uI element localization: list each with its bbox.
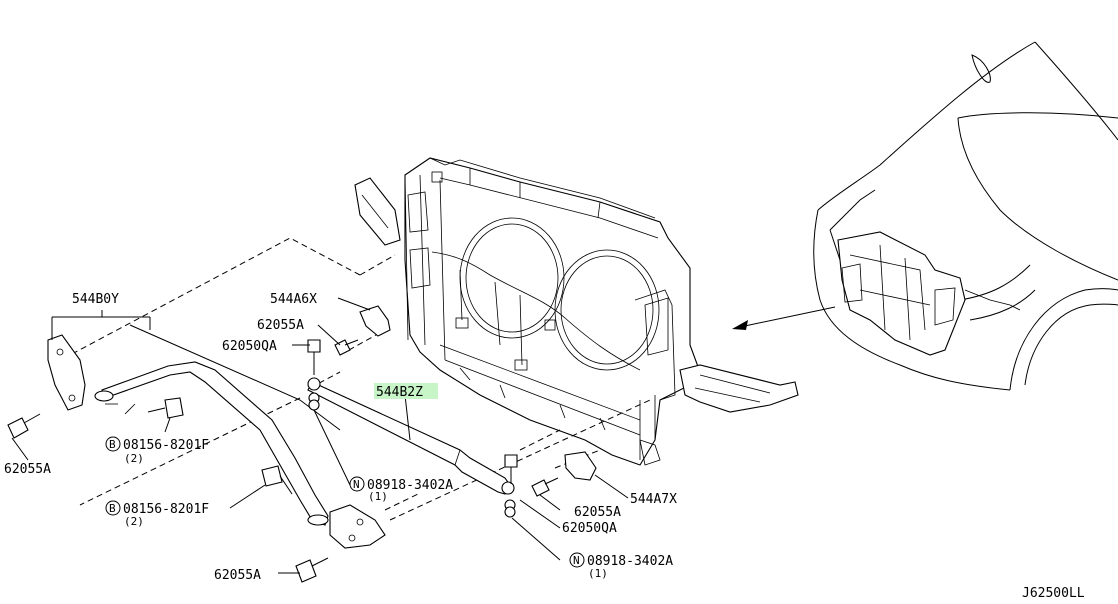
label-08918-2-qty: (1): [588, 567, 608, 580]
label-08156-2: 08156-8201F: [123, 502, 209, 517]
label-544b2z: 544B2Z: [376, 385, 423, 400]
car-front-illustration: [732, 41, 1118, 391]
label-544b0y: 544B0Y: [72, 292, 119, 307]
badge-b-2: [105, 500, 121, 516]
label-08918-1-qty: (1): [368, 490, 388, 503]
gas-stay: [307, 377, 515, 495]
label-62050qa-top: 62050QA: [222, 339, 277, 354]
diagram-id: J62500LL: [1022, 586, 1085, 601]
badge-b-2-text: B: [109, 502, 116, 515]
badge-b-1-text: B: [109, 438, 116, 451]
badge-n-2: [569, 552, 585, 568]
label-62055a-top: 62055A: [257, 318, 304, 333]
label-62055a-bottom: 62055A: [214, 568, 261, 583]
label-62055a-left: 62055A: [4, 462, 51, 477]
badge-n-2-text: N: [573, 554, 580, 567]
badge-b-1: [105, 436, 121, 452]
label-08156-1: 08156-8201F: [123, 438, 209, 453]
label-08156-2-qty: (2): [124, 515, 144, 528]
label-08918-2: 08918-3402A: [587, 554, 673, 569]
part-labels: 544B0Y 544A6X 62055A 62050QA 544B2Z 6205…: [4, 292, 1085, 601]
label-62050qa-right: 62050QA: [562, 521, 617, 536]
label-544b2z-highlight: [374, 383, 438, 399]
label-544a7x: 544A7X: [630, 492, 677, 507]
label-544a6x: 544A6X: [270, 292, 317, 307]
label-08918-1: 08918-3402A: [367, 478, 453, 493]
label-08156-1-qty: (2): [124, 452, 144, 465]
badge-n-1: [349, 476, 365, 492]
fasteners: [7, 305, 597, 583]
radiator-core-support: [354, 157, 799, 466]
label-62055a-right: 62055A: [574, 505, 621, 520]
badge-n-1-text: N: [353, 478, 360, 491]
leader-lines: [11, 297, 629, 574]
hood-support-rod: [47, 324, 386, 549]
